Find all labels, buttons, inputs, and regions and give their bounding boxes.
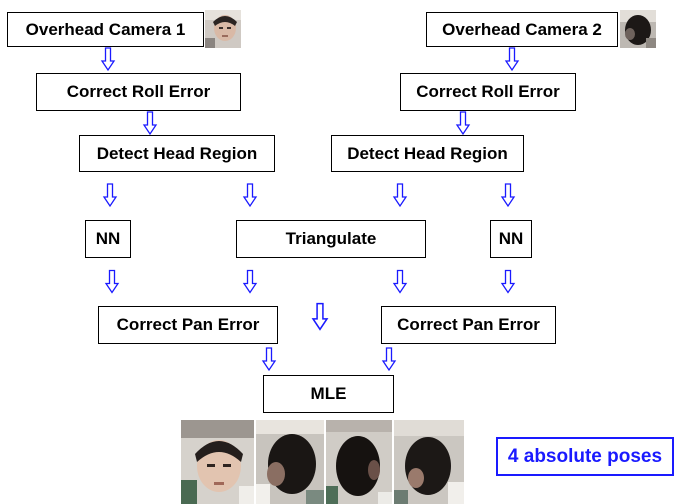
correct-roll-error-2-box: Correct Roll Error	[400, 73, 576, 111]
output-pose-thumbnail-1	[181, 420, 254, 504]
arrow-camera1-to-roll1	[101, 47, 115, 71]
arrow-nn1-to-pan1	[104, 269, 120, 294]
arrow-head2-to-nn2	[500, 182, 516, 208]
nn-1-box: NN	[85, 220, 131, 258]
output-pose-thumbnail-3	[326, 420, 392, 504]
detect-head-region-2-box: Detect Head Region	[331, 135, 524, 172]
nn-2-box: NN	[490, 220, 532, 258]
output-pose-thumbnail-2	[256, 420, 324, 504]
arrow-camera2-to-roll2	[505, 47, 519, 71]
overhead-camera-2-box: Overhead Camera 2	[426, 12, 618, 47]
arrow-triangulate-to-pan1	[242, 269, 258, 294]
arrow-head1-to-nn1	[102, 182, 118, 208]
arrow-roll1-to-head1	[143, 111, 157, 135]
arrow-head1-to-triangulate	[242, 182, 258, 208]
triangulate-box: Triangulate	[236, 220, 426, 258]
arrow-head2-to-triangulate	[392, 182, 408, 208]
camera-1-face-thumbnail	[205, 10, 241, 48]
output-pose-thumbnail-4	[394, 420, 464, 504]
arrow-pan2-to-mle	[382, 347, 396, 371]
arrow-triangulate-to-mle	[313, 304, 327, 330]
mle-box: MLE	[263, 375, 394, 413]
correct-pan-error-2-box: Correct Pan Error	[381, 306, 556, 344]
arrow-pan1-to-mle	[262, 347, 276, 371]
overhead-camera-1-box: Overhead Camera 1	[7, 12, 204, 47]
arrow-nn2-to-pan2	[500, 269, 516, 294]
correct-pan-error-1-box: Correct Pan Error	[98, 306, 278, 344]
correct-roll-error-1-box: Correct Roll Error	[36, 73, 241, 111]
detect-head-region-1-box: Detect Head Region	[79, 135, 275, 172]
camera-2-head-thumbnail	[620, 10, 656, 48]
arrow-roll2-to-head2	[456, 111, 470, 135]
arrow-triangulate-to-pan2	[392, 269, 408, 294]
output-label-4-absolute-poses: 4 absolute poses	[496, 437, 674, 476]
